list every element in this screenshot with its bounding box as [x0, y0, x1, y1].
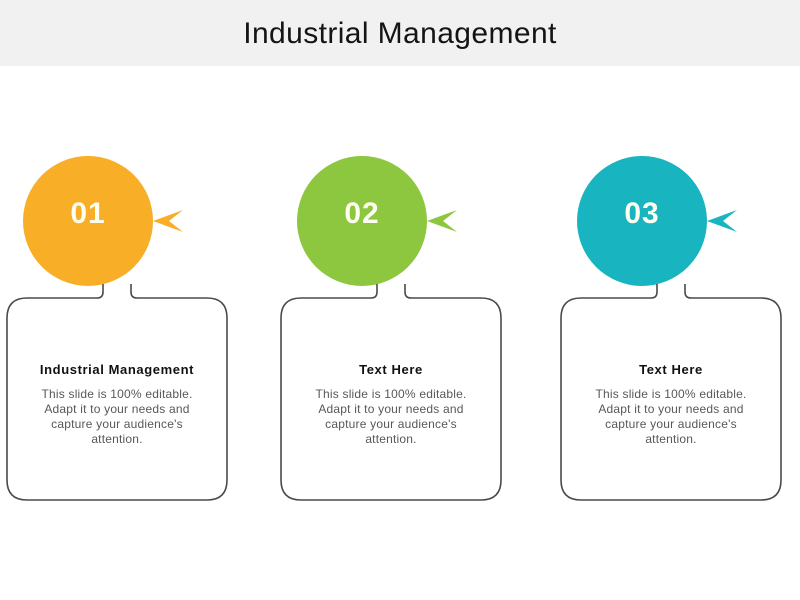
infographic-item-3[interactable]: 03 Text Here This slide is 100% editable…: [551, 66, 800, 526]
step-number-3: 03: [624, 197, 660, 230]
card-border-path-1: [6, 284, 228, 501]
card-body-3: This slide is 100% editable. Adapt it to…: [595, 387, 747, 446]
infographic-item-1[interactable]: 01 Industrial Management This slide is 1…: [0, 66, 257, 526]
speech-bubble-icon: [577, 156, 737, 286]
card-outline-2: [280, 284, 502, 501]
content-card-3[interactable]: Text Here This slide is 100% editable. A…: [559, 284, 783, 502]
infographic-item-2[interactable]: 02 Text Here This slide is 100% editable…: [271, 66, 531, 526]
bubble-circle-2: [297, 156, 427, 286]
content-card-2[interactable]: Text Here This slide is 100% editable. A…: [279, 284, 503, 502]
card-outline-3: [560, 284, 782, 501]
speech-bubble-icon: [23, 156, 183, 286]
card-text-block-1: Industrial Management This slide is 100%…: [17, 362, 217, 447]
card-text-block-3: Text Here This slide is 100% editable. A…: [571, 362, 771, 447]
card-heading-2: Text Here: [359, 362, 423, 377]
speech-bubble-icon: [297, 156, 457, 286]
slide-header-band: [0, 0, 800, 66]
bubble-tail-3: [707, 210, 737, 232]
callout-bubble-3[interactable]: 03: [551, 155, 800, 287]
card-border-path-2: [280, 284, 502, 501]
bubble-circle-1: [23, 156, 153, 286]
card-body-2: This slide is 100% editable. Adapt it to…: [315, 387, 467, 446]
bubble-circle-3: [577, 156, 707, 286]
callout-bubble-2[interactable]: 02: [271, 155, 531, 287]
slide-body: 01 Industrial Management This slide is 1…: [0, 66, 800, 600]
card-body-1: This slide is 100% editable. Adapt it to…: [41, 387, 193, 446]
step-number-1: 01: [70, 197, 106, 230]
card-outline-1: [6, 284, 228, 501]
card-text-block-2: Text Here This slide is 100% editable. A…: [291, 362, 491, 447]
page-title: Industrial Management: [243, 17, 557, 50]
bubble-tail-1: [153, 210, 183, 232]
card-border-path-3: [560, 284, 782, 501]
callout-bubble-1[interactable]: 01: [0, 155, 257, 287]
content-card-1[interactable]: Industrial Management This slide is 100%…: [5, 284, 229, 502]
card-heading-3: Text Here: [639, 362, 703, 377]
step-number-2: 02: [344, 197, 380, 230]
bubble-tail-2: [427, 210, 457, 232]
card-heading-1: Industrial Management: [39, 362, 195, 377]
